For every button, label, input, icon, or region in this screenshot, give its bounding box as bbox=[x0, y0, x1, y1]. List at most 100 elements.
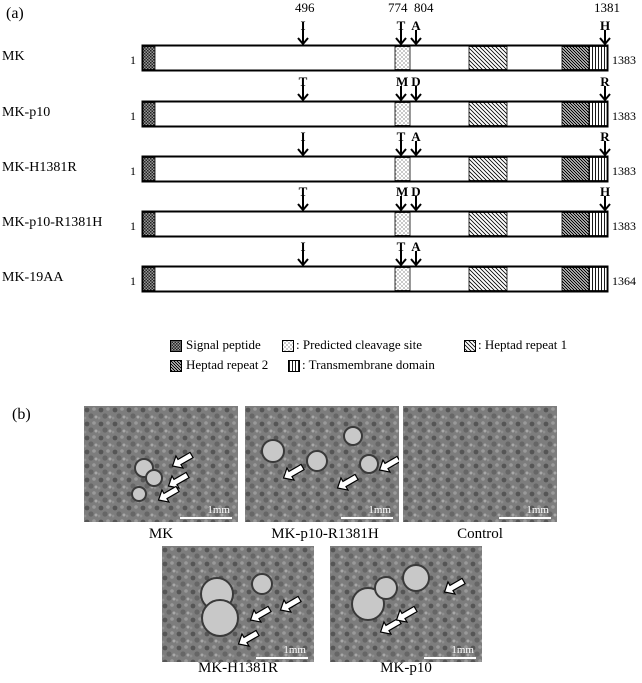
mutation-arrow bbox=[599, 141, 611, 157]
protein-bar bbox=[141, 210, 609, 238]
construct-name: MK-19AA bbox=[2, 270, 64, 285]
plaque-arrow bbox=[378, 455, 399, 473]
heptad-repeat-2-segment bbox=[561, 267, 590, 291]
scale-label: 1mm bbox=[283, 644, 306, 656]
micrograph-image: 1mm bbox=[84, 406, 238, 522]
start-residue: 1 bbox=[130, 164, 136, 178]
construct-name: MK bbox=[2, 49, 25, 64]
protein-bar bbox=[141, 265, 609, 293]
bar-outline bbox=[141, 265, 609, 293]
plaque-arrow bbox=[237, 629, 260, 647]
heptad-repeat-1-segment bbox=[468, 157, 508, 181]
heptad-repeat-1-segment bbox=[468, 46, 508, 70]
protein-bar bbox=[141, 155, 609, 183]
residue-label: A bbox=[411, 129, 421, 144]
plaque-arrow bbox=[157, 485, 180, 503]
signal-peptide-segment bbox=[142, 157, 156, 181]
residue-label: T bbox=[298, 74, 308, 89]
mutation-arrow bbox=[297, 141, 309, 157]
residue-label: R bbox=[600, 74, 610, 89]
mutation-arrow bbox=[297, 86, 309, 102]
plaque bbox=[201, 599, 239, 637]
micrograph-caption: Control bbox=[457, 526, 503, 542]
plaque bbox=[343, 426, 363, 446]
cleavage-site-segment bbox=[394, 267, 411, 291]
construct-name: MK-p10-R1381H bbox=[2, 215, 103, 230]
residue-label: H bbox=[600, 184, 611, 199]
plaque-arrow bbox=[249, 605, 272, 623]
construct-name: MK-H1381R bbox=[2, 160, 77, 175]
residue-label: A bbox=[411, 18, 421, 33]
residue-label: D bbox=[411, 184, 421, 199]
scale-label: 1mm bbox=[526, 504, 549, 516]
mutation-arrow bbox=[410, 30, 422, 46]
start-residue: 1 bbox=[130, 274, 136, 288]
residue-label: T bbox=[396, 18, 406, 33]
legend-signal-peptide: Signal peptide bbox=[186, 337, 261, 352]
cleavage-site-segment bbox=[394, 212, 411, 236]
panel-a-label: (a) bbox=[6, 5, 24, 22]
transmembrane-segment bbox=[588, 46, 608, 70]
heptad-repeat-2-swatch bbox=[170, 360, 182, 372]
residue-label: T bbox=[396, 239, 406, 254]
residue-label: T bbox=[298, 184, 308, 199]
end-residue: 1383 bbox=[612, 109, 636, 123]
heptad-repeat-2-segment bbox=[561, 212, 590, 236]
cleavage-site-segment bbox=[394, 102, 411, 126]
plaque bbox=[131, 486, 147, 502]
mutation-arrow bbox=[395, 86, 407, 102]
mutation-arrow bbox=[395, 141, 407, 157]
heptad-repeat-2-segment bbox=[561, 157, 590, 181]
scale-label: 1mm bbox=[451, 644, 474, 656]
signal-peptide-segment bbox=[142, 212, 156, 236]
start-residue: 1 bbox=[130, 53, 136, 67]
position-804: 804 bbox=[414, 0, 434, 15]
micrograph-caption: MK-p10 bbox=[380, 660, 432, 676]
residue-label: T bbox=[396, 129, 406, 144]
transmembrane-segment bbox=[588, 157, 608, 181]
plaque-arrow bbox=[395, 605, 418, 623]
plaque bbox=[145, 469, 163, 487]
end-residue: 1383 bbox=[612, 219, 636, 233]
bar-outline bbox=[141, 155, 609, 183]
micrograph-image: 1mm bbox=[330, 546, 482, 662]
position-496: 496 bbox=[295, 0, 315, 15]
plaque-arrow bbox=[282, 463, 305, 481]
plaque bbox=[251, 573, 273, 595]
cleavage-site-segment bbox=[394, 46, 411, 70]
micrograph-image: 1mm bbox=[403, 406, 557, 522]
plaque bbox=[374, 576, 398, 600]
residue-label: R bbox=[600, 129, 610, 144]
residue-label: M bbox=[396, 184, 409, 199]
start-residue: 1 bbox=[130, 219, 136, 233]
mutation-arrow bbox=[410, 141, 422, 157]
micrograph-caption: MK-p10-R1381H bbox=[271, 526, 379, 542]
mutation-arrow bbox=[410, 196, 422, 212]
scale-label: 1mm bbox=[368, 504, 391, 516]
mutation-arrow bbox=[395, 30, 407, 46]
plaque bbox=[359, 454, 379, 474]
plaque-arrow bbox=[167, 471, 190, 489]
mutation-arrow bbox=[599, 86, 611, 102]
mutation-arrow bbox=[410, 251, 422, 267]
residue-label: D bbox=[411, 74, 421, 89]
transmembrane-segment bbox=[588, 102, 608, 126]
legend-heptad-repeat-1: : Heptad repeat 1 bbox=[478, 337, 568, 352]
mutation-arrow bbox=[297, 196, 309, 212]
heptad-repeat-1-segment bbox=[468, 212, 508, 236]
end-residue: 1383 bbox=[612, 53, 636, 67]
heptad-repeat-1-segment bbox=[468, 267, 508, 291]
micrograph-image: 1mm bbox=[245, 406, 399, 522]
transmembrane-segment bbox=[588, 212, 608, 236]
plaque bbox=[261, 439, 285, 463]
plaque-arrow bbox=[336, 473, 359, 491]
heptad-repeat-2-segment bbox=[561, 102, 590, 126]
position-1381: 1381 bbox=[594, 0, 620, 15]
transmembrane-swatch bbox=[288, 360, 300, 372]
residue-label: I bbox=[300, 129, 306, 144]
mutation-arrow bbox=[395, 196, 407, 212]
